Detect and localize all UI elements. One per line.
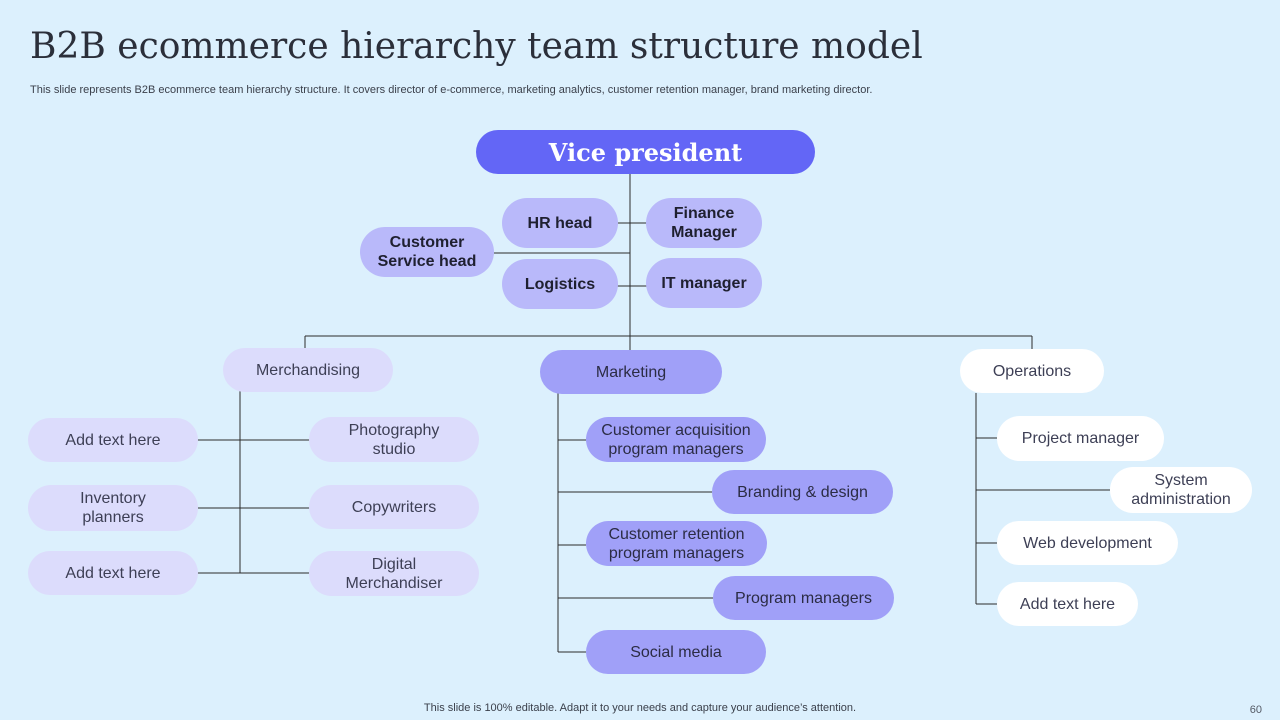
customer-service-head-node: Customer Service head [360,227,494,277]
customer-service-head-label: Customer Service head [377,234,477,270]
merchandising-item: Add text here [28,551,198,595]
merchandising-label: Merchandising [255,361,361,379]
merchandising-node: Merchandising [223,348,393,392]
logistics-label: Logistics [524,275,596,293]
merchandising-item: Add text here [28,418,198,462]
page-number: 60 [1249,704,1262,716]
it-manager-node: IT manager [646,258,762,308]
footer-note: This slide is 100% editable. Adapt it to… [423,702,857,714]
merchandising-item-label: Add text here [65,564,161,582]
merchandising-item-label: Inventory planners [80,490,146,526]
finance-manager-label: Finance Manager [671,205,737,241]
merchandising-item-label: Copywriters [351,498,437,516]
merchandising-item-label: Add text here [65,431,161,449]
marketing-item-label: Program managers [735,589,872,607]
marketing-item: Customer acquisition program managers [586,417,766,462]
vice-president-node: Vice president [476,130,815,174]
marketing-item: Social media [586,630,766,674]
hr-head-label: HR head [527,214,593,232]
merchandising-item-label: Digital Merchandiser [345,555,443,592]
vice-president-label: Vice president [548,137,743,167]
operations-item: Project manager [997,416,1164,461]
operations-node: Operations [960,349,1104,393]
logistics-node: Logistics [502,259,618,309]
merchandising-item-label: Photography studio [348,421,440,458]
marketing-item: Program managers [713,576,894,620]
operations-item: Web development [997,521,1178,565]
it-manager-label: IT manager [661,274,747,292]
slide-subtitle: This slide represents B2B ecommerce team… [30,84,873,96]
marketing-item-label: Social media [630,643,722,661]
operations-label: Operations [992,362,1072,380]
operations-item-label: Add text here [1019,595,1116,613]
merchandising-item: Inventory planners [28,485,198,531]
hr-head-node: HR head [502,198,618,248]
operations-item: System administration [1110,467,1252,513]
marketing-item: Branding & design [712,470,893,514]
operations-item-label: Web development [1023,534,1152,552]
merchandising-item: Photography studio [309,417,479,462]
merchandising-item: Digital Merchandiser [309,551,479,596]
slide-title: B2B ecommerce hierarchy team structure m… [30,26,923,67]
marketing-item-label: Branding & design [737,483,868,501]
marketing-item-label: Customer acquisition program managers [601,421,751,458]
marketing-label: Marketing [595,363,667,381]
merchandising-item: Copywriters [309,485,479,529]
finance-manager-node: Finance Manager [646,198,762,248]
marketing-item: Customer retention program managers [586,521,767,566]
marketing-item-label: Customer retention program managers [608,525,745,562]
operations-item: Add text here [997,582,1138,626]
marketing-node: Marketing [540,350,722,394]
operations-item-label: Project manager [1021,430,1140,447]
operations-item-label: System administration [1131,472,1231,508]
